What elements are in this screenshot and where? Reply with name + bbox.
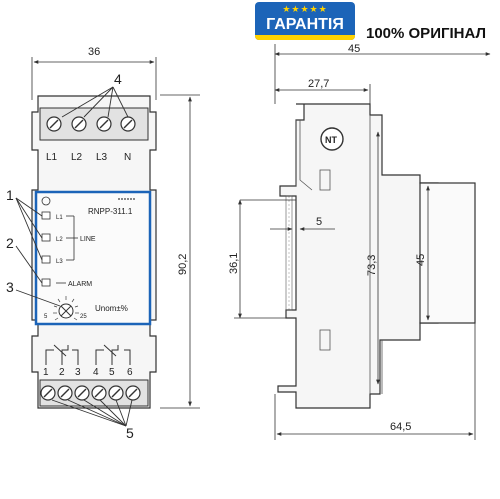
total-depth-dimension (274, 323, 476, 440)
guarantee-text: ГАРАНТІЯ (266, 16, 344, 33)
led-alarm (41, 278, 51, 287)
terminal-label-l3: L3 (96, 152, 108, 163)
led-l3 (41, 255, 51, 264)
callout-3: 3 (6, 279, 14, 295)
front-height-label: 90,2 (177, 254, 189, 275)
top-terminals (46, 116, 136, 132)
line-bracket (66, 215, 78, 261)
callout-1: 1 (6, 187, 14, 203)
side-view: 45 27,7 NT 5 (228, 43, 491, 440)
bottom-terminals (40, 385, 141, 401)
terminal-label-l1: L1 (46, 152, 58, 163)
rail-gap-label: 5 (316, 216, 322, 228)
knob-unom-label: Unom±% (95, 304, 128, 313)
led-label-l3: L3 (56, 259, 63, 265)
depth-front-label: 27,7 (308, 78, 329, 90)
contact-label-4: 4 (93, 367, 99, 378)
depth-front-dimension (274, 84, 371, 104)
voltage-knob (53, 296, 79, 321)
knob-max-label: 25 (80, 314, 87, 320)
total-depth-label: 64,5 (390, 421, 411, 433)
relay-contacts (45, 344, 131, 365)
front-width-dimension (31, 57, 157, 100)
nt-logo-text: NT (325, 135, 337, 145)
side-top-dim-label: 45 (348, 43, 360, 55)
back-height-label: 45 (415, 254, 427, 266)
front-logo-icon (41, 196, 51, 206)
callout-5: 5 (126, 425, 134, 441)
led-l2 (41, 233, 51, 242)
callout-4: 4 (114, 71, 122, 87)
model-name: RNPP-311.1 (88, 207, 133, 216)
contact-label-1: 1 (43, 367, 49, 378)
side-body-outline (277, 103, 439, 409)
nt-logo-icon (320, 127, 344, 151)
callout-leaders (15, 86, 133, 427)
led-label-l2: L2 (56, 237, 63, 243)
front-panel (34, 190, 152, 326)
side-top-dimension (274, 44, 491, 104)
front-view: 36 90,2 L1 L2 L3 N RNPP-311.1 (6, 46, 200, 441)
original-badge: 100% ОРИГІНАЛ (365, 25, 487, 42)
contact-label-5: 5 (109, 367, 115, 378)
body-height-label: 73,3 (366, 255, 378, 276)
guarantee-badge: ★★★★★ ГАРАНТІЯ (255, 2, 355, 40)
contact-label-6: 6 (127, 367, 133, 378)
led-l1 (41, 211, 51, 220)
terminal-label-l2: L2 (71, 152, 83, 163)
front-height-dimension (160, 94, 200, 409)
clip-height-label: 36,1 (228, 253, 240, 274)
alarm-label: ALARM (68, 281, 92, 288)
contact-label-3: 3 (75, 367, 81, 378)
side-inner-lines (295, 115, 383, 394)
clip-height-dimension (234, 199, 286, 319)
line-label: LINE (80, 236, 96, 243)
front-width-label: 36 (88, 46, 100, 58)
rail-gap-dimension (240, 199, 335, 231)
terminal-label-n: N (124, 152, 131, 163)
stars-icon: ★★★★★ (282, 4, 328, 14)
din-rail-slot (285, 195, 293, 311)
contact-label-2: 2 (59, 367, 65, 378)
led-label-l1: L1 (56, 215, 63, 221)
knob-min-label: 5 (44, 314, 48, 320)
callout-2: 2 (6, 235, 14, 251)
panel-rating-dots (118, 198, 135, 200)
flag-stripe (255, 35, 355, 40)
